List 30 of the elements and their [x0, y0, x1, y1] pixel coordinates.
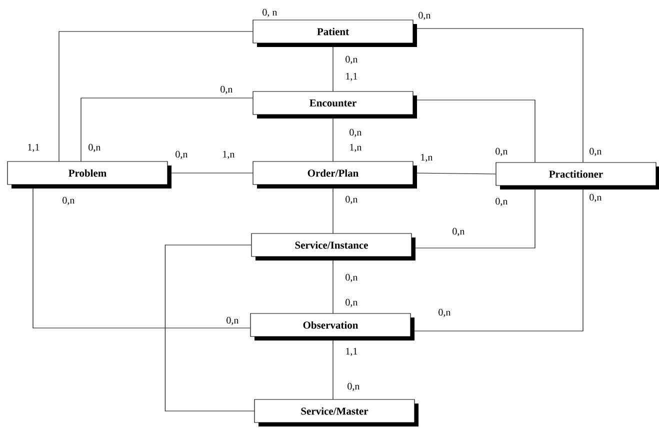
cardinality-label: 0,n: [176, 150, 188, 160]
entity-box: Service/Instance: [251, 233, 416, 260]
cardinality-label: 0,n: [590, 148, 602, 156]
entity-box: Problem: [7, 161, 172, 188]
cardinality-label: 1,n: [421, 154, 433, 162]
cardinality-label: 0,n: [496, 198, 508, 206]
cardinality-label: 0,n: [220, 86, 233, 94]
cardinality-label: 0,n: [496, 148, 508, 156]
cardinality-label: 1,1: [28, 144, 40, 152]
entity-box: Patient: [252, 20, 417, 47]
cardinality-label: 0,n: [346, 298, 358, 308]
cardinality-label: 0,n: [346, 274, 358, 282]
entity-box: Observation: [250, 313, 414, 340]
cardinality-label: 1,n: [350, 144, 362, 152]
cardinality-label: 0,n: [590, 194, 602, 202]
entity-box: Encounter: [252, 91, 417, 118]
connector-line: [58, 31, 253, 162]
cardinality-label: 0,n: [418, 12, 431, 20]
entity-box: Service/Master: [254, 399, 418, 426]
cardinality-label: 0,n: [226, 316, 239, 326]
cardinality-label: 0,n: [88, 144, 101, 152]
cardinality-label: 1,n: [223, 150, 235, 160]
connector-line: [164, 244, 254, 412]
connector-line: [80, 98, 253, 162]
cardinality-label: 0,n: [452, 228, 465, 236]
cardinality-label: 0,n: [350, 128, 362, 138]
entity-box: Practitioner: [496, 162, 659, 190]
cardinality-label: 1,1: [346, 72, 358, 82]
cardinality-label: 0,n: [438, 308, 451, 318]
entity-box: Order/Plan: [252, 161, 417, 188]
